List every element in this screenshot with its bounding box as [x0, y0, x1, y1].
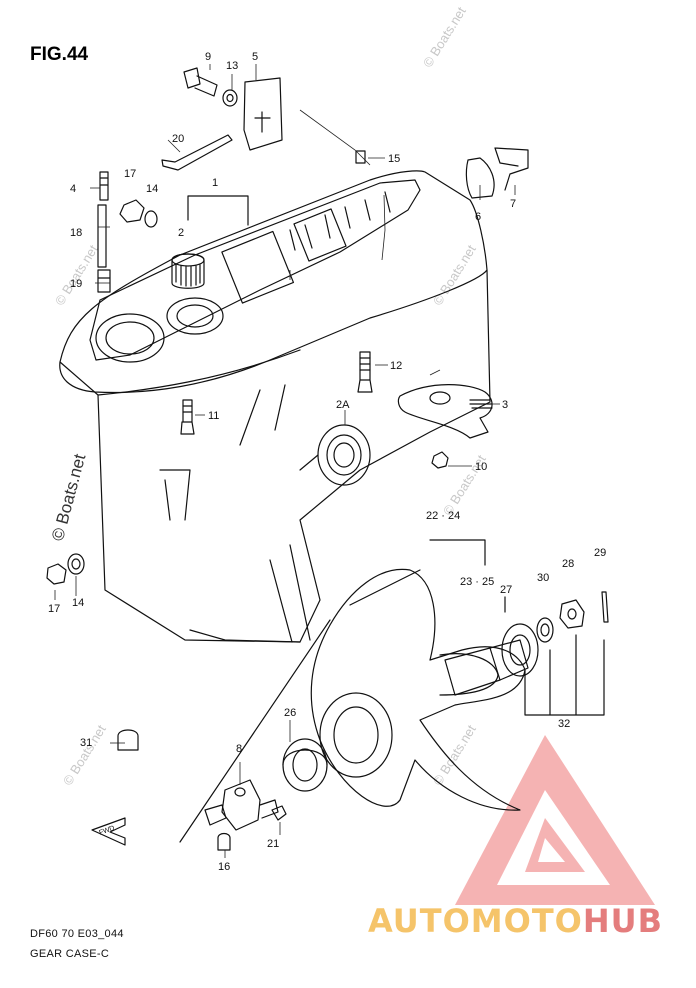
callout-6: 6: [475, 211, 481, 223]
part-30-washer: [536, 617, 554, 643]
leader-line: [179, 569, 421, 843]
brand-part-2: HUB: [582, 902, 664, 940]
callout-17: 17: [124, 168, 136, 180]
part-27-spacer: [501, 623, 539, 677]
part-19-fitting: [97, 269, 111, 293]
callout-28: 28: [562, 558, 574, 570]
part-7-bracket: [494, 147, 529, 191]
part-15-pin: [355, 150, 366, 164]
callout-23-25: 23 · 25: [460, 576, 494, 588]
callout-18: 18: [70, 227, 82, 239]
callout-16: 16: [218, 861, 230, 873]
propeller: [310, 568, 526, 811]
part-10-nut: [431, 451, 449, 469]
part-13-washer: [222, 89, 238, 107]
part-17-plug-lower: [46, 563, 67, 585]
part-2a-bearing: [317, 424, 371, 486]
part-16-plug: [217, 832, 231, 851]
brand-logo-text: AUTOMOTOHUB: [368, 902, 663, 940]
callout-12: 12: [390, 360, 402, 372]
part-28-nut: [559, 599, 585, 629]
callout-2a: 2A: [336, 399, 350, 411]
part-14-washer-lower: [67, 553, 85, 575]
callout-29: 29: [594, 547, 606, 559]
callout-14: 14: [146, 183, 158, 195]
callout-3: 3: [502, 399, 508, 411]
part-17-plug: [119, 199, 145, 223]
callout-27: 27: [500, 584, 512, 596]
diagram-caption: GEAR CASE-C: [30, 948, 110, 960]
part-14-washer: [144, 210, 158, 228]
brand-part-1: AUTOMOTO: [368, 902, 583, 940]
part-9-bolt: [183, 67, 218, 97]
callout-31: 31: [80, 737, 92, 749]
callout-8: 8: [236, 743, 242, 755]
callout-5: 5: [252, 51, 258, 63]
callout-10: 10: [475, 461, 487, 473]
callout-21: 21: [267, 838, 279, 850]
callout-4: 4: [70, 183, 76, 195]
callout-17-lower: 17: [48, 603, 60, 615]
callout-11: 11: [208, 410, 219, 422]
callout-13: 13: [226, 60, 238, 72]
part-2-bushing: [171, 253, 205, 289]
callout-14-lower: 14: [72, 597, 84, 609]
callout-26: 26: [284, 707, 296, 719]
figure-title: FIG.44: [30, 44, 89, 65]
part-3-trim-tab: [397, 384, 493, 439]
callout-7: 7: [510, 198, 516, 210]
drawing-code: DF60 70 E03_044: [30, 928, 124, 940]
brand-triangle-logo: [455, 735, 655, 905]
part-26-thrust-ring: [282, 738, 328, 792]
callout-19: 19: [70, 278, 82, 290]
part-8-connector: [221, 779, 261, 831]
part-11-bolt: [180, 399, 195, 435]
part-4-plug: [99, 171, 109, 201]
callout-20: 20: [172, 133, 184, 145]
part-18-rod: [97, 204, 107, 268]
callout-2: 2: [178, 227, 184, 239]
part-31-cap: [117, 729, 139, 751]
callout-32: 32: [558, 718, 570, 730]
part-21-bolt: [271, 805, 287, 821]
part-29-cotter-pin: [601, 591, 609, 623]
part-20-wire: [161, 134, 233, 171]
callout-1: 1: [212, 177, 218, 189]
part-12-bolt: [357, 351, 373, 393]
callout-22-24: 22 · 24: [426, 510, 460, 522]
part-6-anode: [465, 157, 495, 199]
fwd-arrow: [91, 817, 126, 846]
part-5-block: [243, 77, 283, 151]
callout-9: 9: [205, 51, 211, 63]
callout-30: 30: [537, 572, 549, 584]
callout-15: 15: [388, 153, 400, 165]
